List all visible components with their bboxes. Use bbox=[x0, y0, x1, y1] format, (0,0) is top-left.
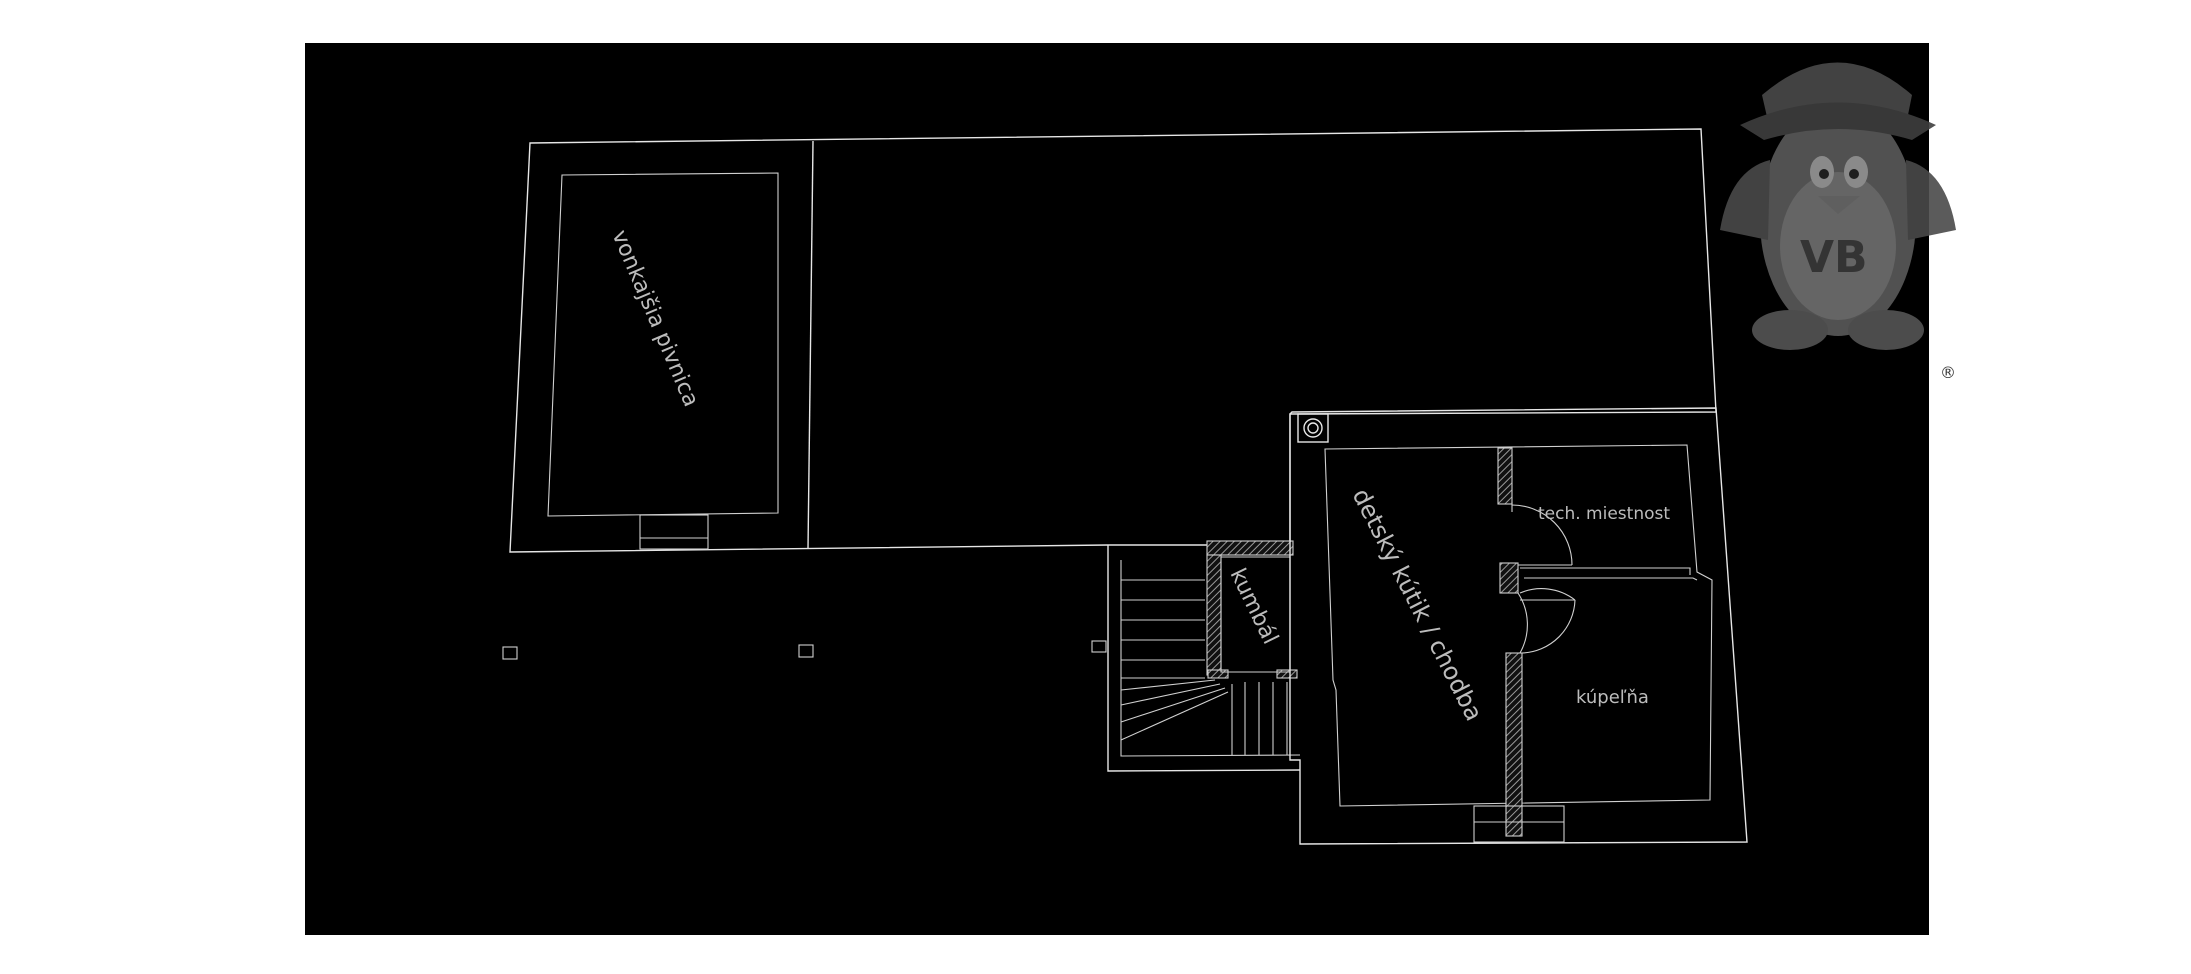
chimney-icon bbox=[1297, 413, 1329, 443]
penguin-logo-icon: VB bbox=[1720, 62, 1956, 350]
room-label-outer-cellar: vonkajšia pivnica bbox=[606, 227, 703, 411]
staircase-block bbox=[1107, 540, 1301, 772]
watermark-registered-mark: ® bbox=[1940, 363, 1956, 382]
room-label-storage: kumbál bbox=[1225, 565, 1283, 649]
room-label-bathroom: kúpeľňa bbox=[1576, 687, 1649, 708]
floor-plan-panel bbox=[305, 43, 1929, 935]
right-wing-block bbox=[1289, 407, 1748, 845]
outer-cellar-block bbox=[509, 128, 1717, 553]
room-label-kids-corner: detský kútik / chodba bbox=[1347, 484, 1489, 725]
post-left bbox=[502, 646, 518, 660]
post-right bbox=[1091, 640, 1107, 653]
post-middle bbox=[798, 644, 814, 658]
watermark-initials: VB bbox=[1800, 232, 1868, 283]
room-label-tech-room: tech. miestnost bbox=[1538, 504, 1670, 524]
